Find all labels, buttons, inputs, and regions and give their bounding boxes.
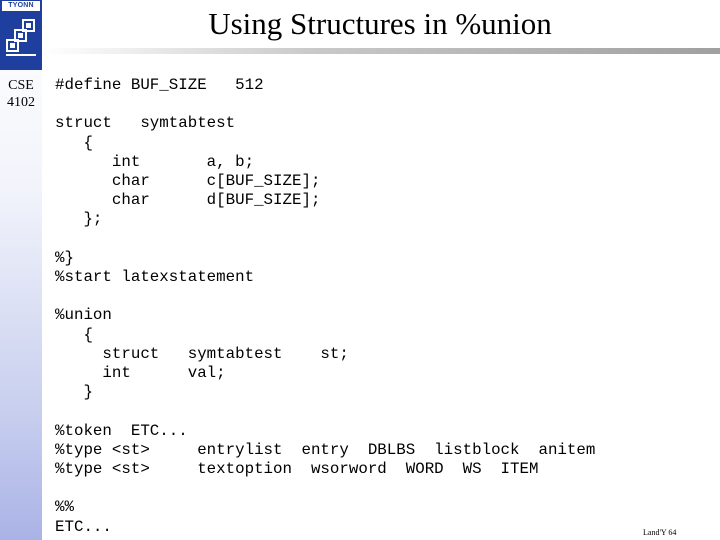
university-logo: TYONN — [0, 0, 42, 70]
course-label: CSE 4102 — [7, 78, 35, 110]
code-block: #define BUF_SIZE 512 struct symtabtest {… — [55, 76, 596, 536]
university-name: TYONN — [2, 1, 40, 11]
slide-title: Using Structures in %union — [208, 6, 552, 41]
slide-footer: Land'Y 64 — [643, 528, 677, 537]
sidebar: TYONN CSE 4102 — [0, 0, 42, 540]
building-blocks-icon — [6, 19, 36, 56]
title-divider — [42, 48, 720, 54]
